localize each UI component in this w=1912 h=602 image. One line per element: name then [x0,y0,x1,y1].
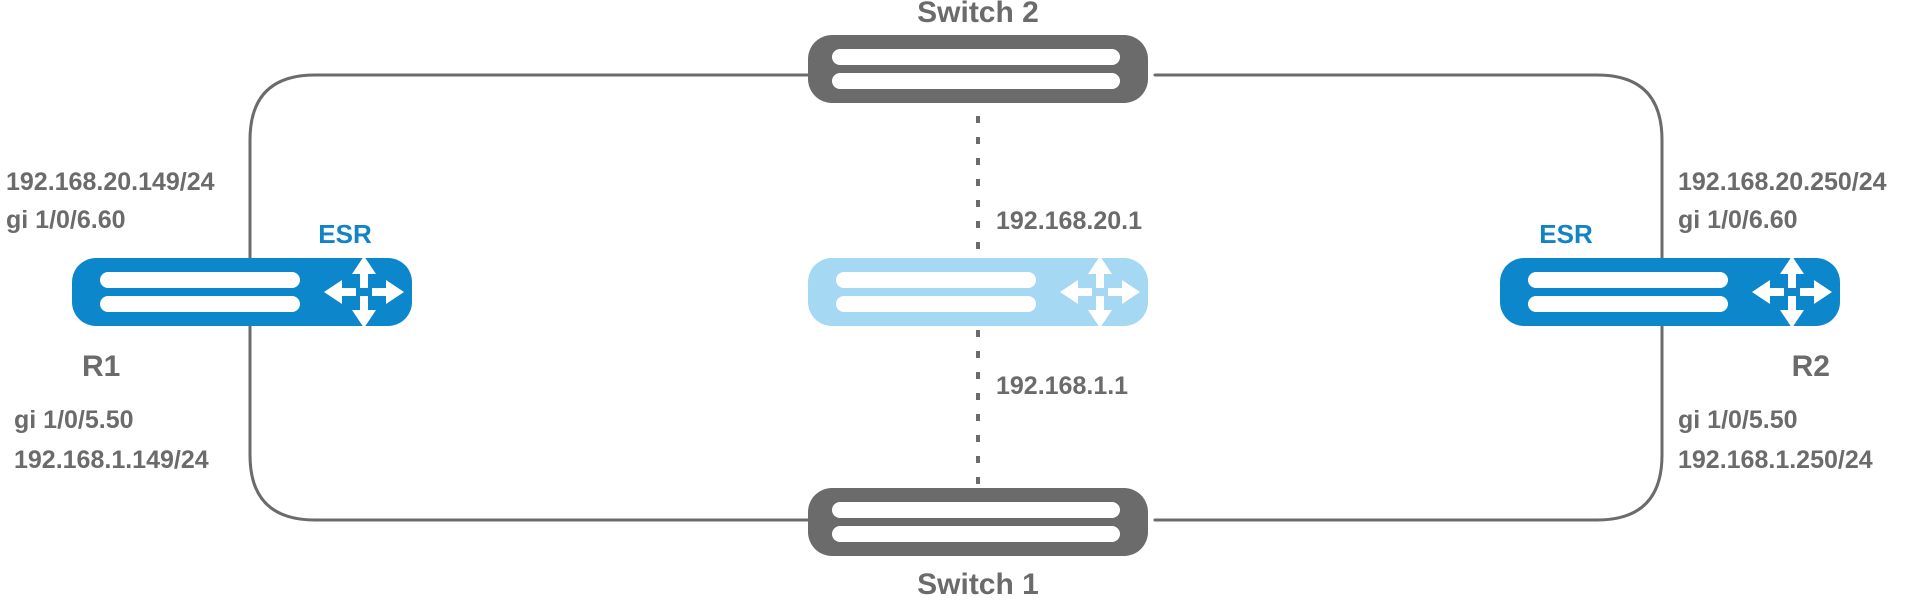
router-center-bar-bottom [836,296,1036,312]
switch-1-body [808,488,1148,556]
link-r1-switch2 [248,73,812,292]
annotation-right-bottom-line2: 192.168.1.250/24 [1678,446,1873,474]
annotation-right-top-line1: 192.168.20.250/24 [1678,168,1887,196]
switch-2-bar-bottom [832,73,1120,89]
router-r1-bar-top [100,272,300,288]
router-r1[interactable] [72,256,412,328]
link-r2-switch2 [1153,73,1664,292]
router-r2[interactable] [1500,256,1840,328]
switch-2-label: Switch 2 [917,0,1039,29]
annotation-right-bottom-line1: gi 1/0/5.50 [1678,406,1798,434]
router-r2-bar-bottom [1528,296,1728,312]
annotation-left-top-line1: 192.168.20.149/24 [6,168,215,196]
router-r1-fourway-arrow-icon [324,256,404,328]
router-r2-bar-top [1528,272,1728,288]
annotation-left-bottom-line1: gi 1/0/5.50 [14,406,134,434]
router-center-bar-top [836,272,1036,288]
annotation-center-bottom-ip: 192.168.1.1 [996,372,1128,400]
annotation-left-bottom-line2: 192.168.1.149/24 [14,446,209,474]
router-r1-esr-badge: ESR [318,219,372,249]
switch-2-bar-top [832,49,1120,65]
switch-1-label: Switch 1 [917,568,1039,601]
router-r2-label: R2 [1792,350,1830,383]
link-r1-switch1 [248,298,812,522]
link-r2-switch1 [1153,298,1664,522]
router-center-fourway-arrow-icon [1060,256,1140,328]
router-r2-esr-badge: ESR [1539,219,1593,249]
router-r1-bar-bottom [100,296,300,312]
annotation-right-top-line2: gi 1/0/6.60 [1678,206,1798,234]
switch-1-bar-top [832,502,1120,518]
router-center[interactable] [808,256,1148,328]
annotation-left-top-line2: gi 1/0/6.60 [6,206,126,234]
router-r2-fourway-arrow-icon [1752,256,1832,328]
router-r1-label: R1 [82,350,120,383]
switch-2[interactable] [808,35,1148,103]
annotation-center-top-ip: 192.168.20.1 [996,207,1142,235]
switch-2-body [808,35,1148,103]
switch-1[interactable] [808,488,1148,556]
switch-1-bar-bottom [832,526,1120,542]
